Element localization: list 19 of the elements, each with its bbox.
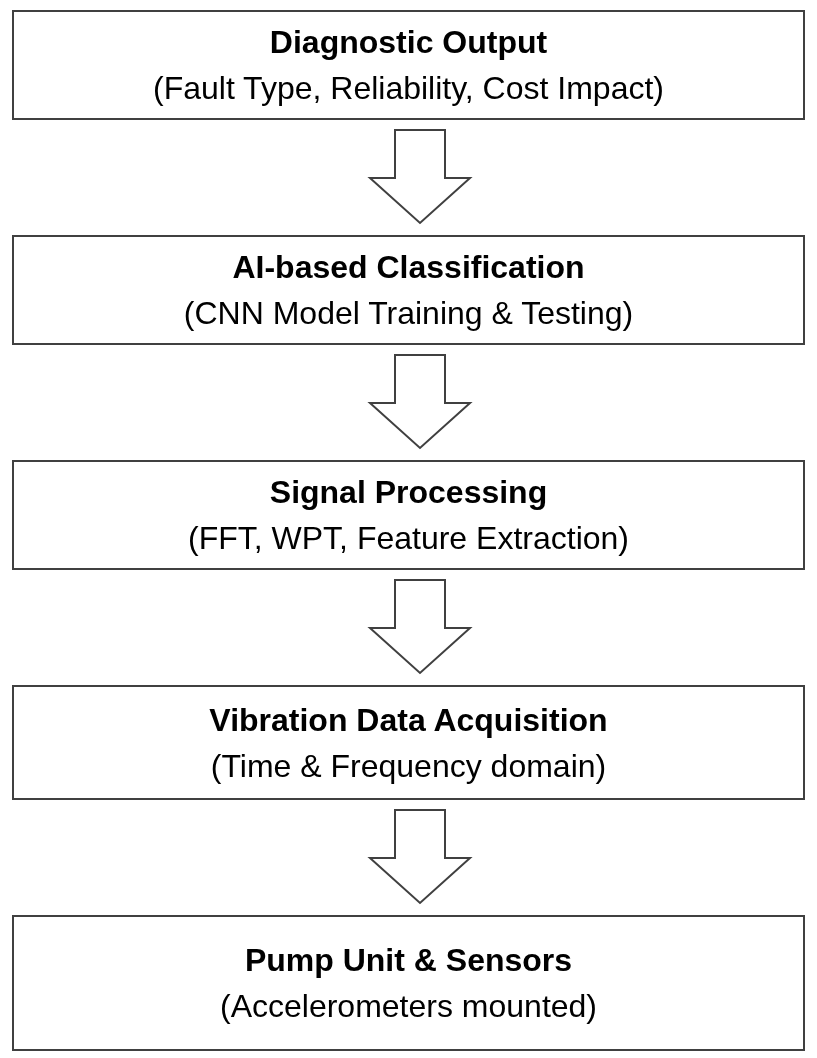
- process-box: [12, 460, 805, 570]
- box-subtitle: (Time & Frequency domain): [210, 746, 607, 786]
- box-title: Signal Processing: [269, 473, 548, 512]
- box-subtitle: (CNN Model Training & Testing): [183, 294, 634, 333]
- box-title: Pump Unit & Sensors: [244, 941, 573, 980]
- block-arrow: [367, 129, 473, 225]
- process-box: [12, 10, 805, 120]
- process-box: [12, 235, 805, 345]
- box-subtitle: (Fault Type, Reliability, Cost Impact): [153, 69, 664, 108]
- box-title: Diagnostic Output: [269, 23, 548, 62]
- box-subtitle: (FFT, WPT, Feature Extraction): [188, 519, 629, 558]
- block-arrow: [367, 579, 473, 675]
- block-arrow: [367, 354, 473, 450]
- block-arrow: [367, 809, 473, 905]
- box-title: AI-based Classification: [232, 248, 585, 287]
- box-subtitle: (Accelerometers mounted): [220, 987, 597, 1026]
- box-title: Vibration Data Acquisition: [209, 700, 608, 740]
- process-box: [12, 685, 805, 800]
- process-box: [12, 915, 805, 1051]
